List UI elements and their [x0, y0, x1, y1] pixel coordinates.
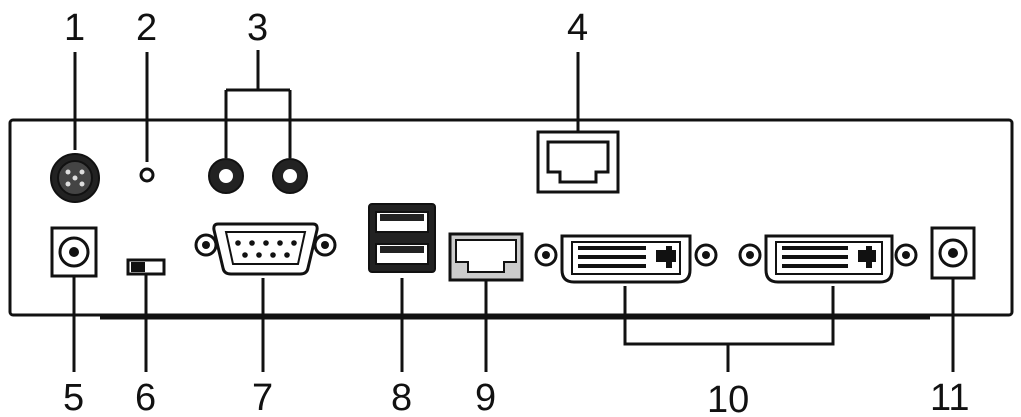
- callout-8: 8: [391, 377, 412, 417]
- callout-1: 1: [64, 7, 85, 49]
- port-4-rj45: [536, 130, 620, 194]
- port-11-power-jack: [930, 226, 976, 280]
- callout-7: 7: [252, 377, 273, 417]
- port-3-audio-jacks: [208, 158, 308, 194]
- device-chassis: [8, 118, 1014, 320]
- dvi-pins-left: [578, 246, 676, 268]
- port-6-slide-switch: [126, 258, 166, 276]
- port-10-dvi-left: [534, 234, 718, 284]
- callout-6: 6: [135, 377, 156, 417]
- callout-5: 5: [63, 377, 84, 417]
- port-2-reset-hole: [139, 167, 155, 183]
- port-1-round-connector: [50, 153, 100, 203]
- port-5-power-jack: [50, 226, 98, 278]
- leader-line-10: [623, 286, 835, 372]
- dvi-pins-right: [782, 246, 876, 268]
- callout-11: 11: [930, 377, 969, 417]
- callout-10: 10: [707, 379, 749, 417]
- callout-2: 2: [136, 7, 157, 49]
- port-10-dvi-right: [738, 234, 918, 284]
- port-7-serial-db9: [194, 222, 337, 276]
- port-8-usb-dual: [368, 203, 436, 273]
- callout-4: 4: [567, 7, 588, 49]
- port-9-network-port: [448, 232, 524, 282]
- callout-3: 3: [247, 7, 268, 49]
- leader-line-3: [224, 50, 292, 158]
- callout-9: 9: [475, 377, 496, 417]
